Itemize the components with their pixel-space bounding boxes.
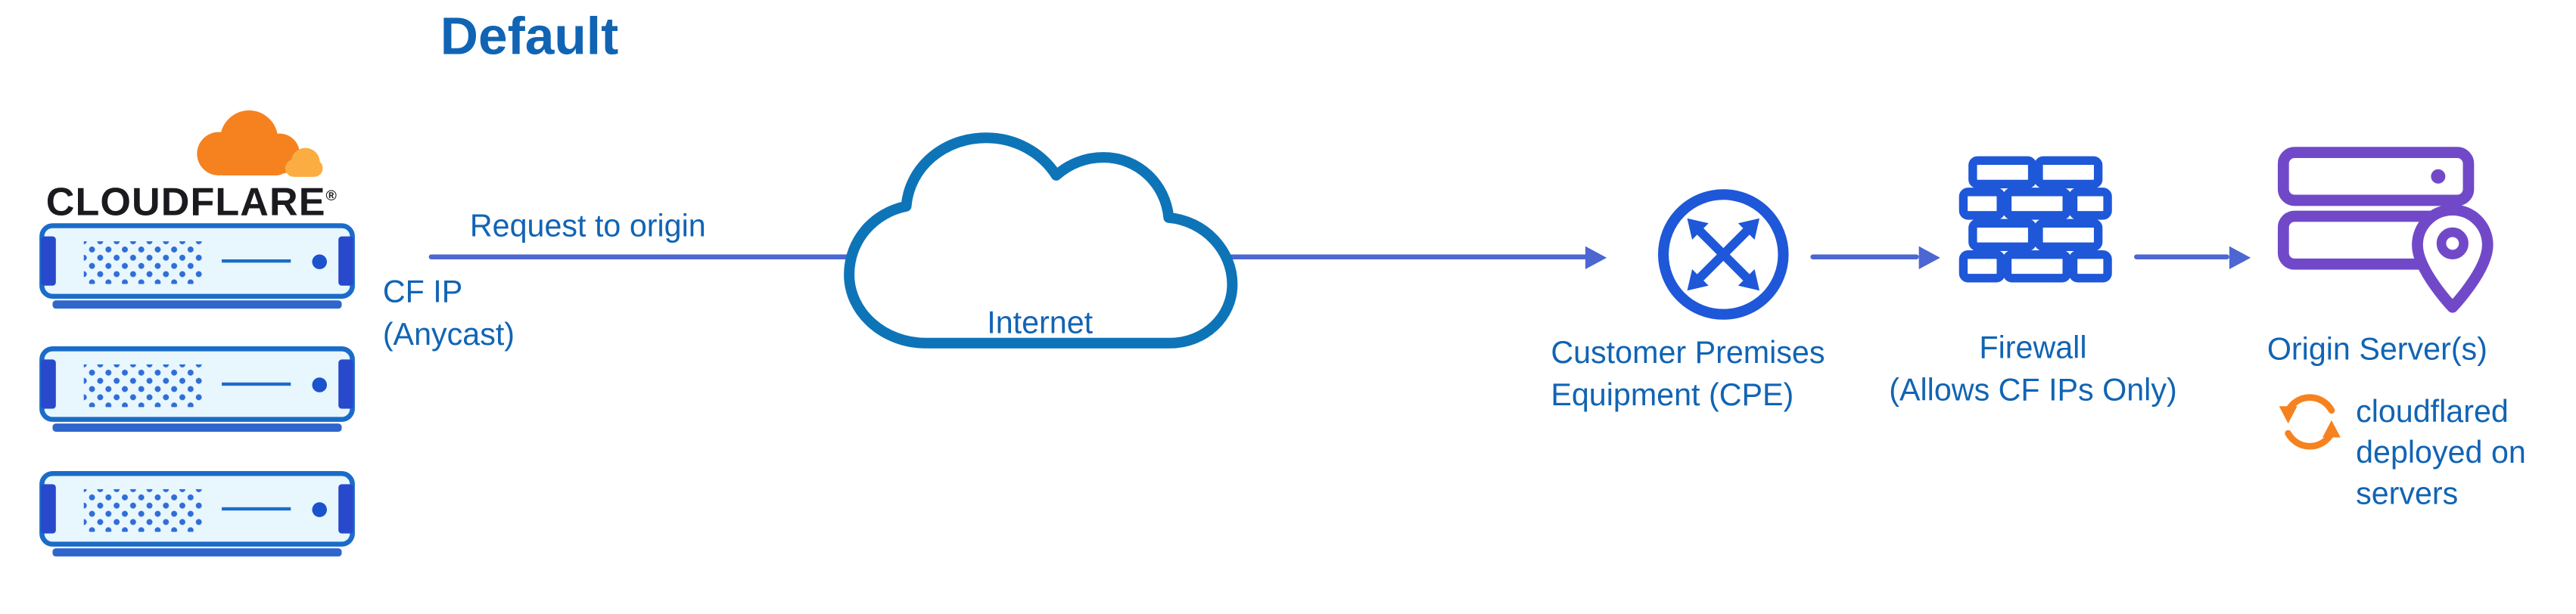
request-to-origin-label: Request to origin [469,209,706,245]
edge-server [39,346,355,432]
cloudflared-note-line2: deployed on [2356,436,2526,472]
firewall-label-line2: (Allows CF IPs Only) [1889,374,2177,409]
server-led [312,254,328,270]
location-pin-icon [2412,204,2494,313]
cf-ip-label: CF IP (Anycast) [383,272,515,358]
cpe-label-line2: Equipment (CPE) [1551,379,1794,414]
firewall-to-origin-arrow-head [2229,246,2251,270]
cf-ip-line1: CF IP [382,275,463,311]
edge-server [39,471,355,557]
origin-servers-icon [2277,147,2494,313]
diagram-title: Default [440,6,619,66]
origin-servers-label: Origin Server(s) [2266,333,2487,368]
cloudflared-sync-icon [2279,394,2341,450]
cpe-label: Customer Premises Equipment (CPE) [1551,333,1825,419]
server-rack-tab-left [41,236,56,286]
cloudflared-note-line3: servers [2356,477,2459,513]
server-base [52,423,342,432]
cloudflared-note-line1: cloudflared [2356,395,2509,430]
request-arrow-head [1585,246,1607,270]
server-base [52,300,342,309]
cpe-to-firewall-arrow-line [1810,254,1919,260]
brand-text: CLOUDFLARE [45,180,326,225]
server-line [222,259,291,263]
firewall-brick-wall-icon [1958,156,2112,283]
server-vent-dots [83,364,203,408]
internet-cloud-icon [844,132,1238,349]
server-led [312,502,328,517]
server-led [312,377,328,392]
server-line [222,382,291,386]
firewall-label-line1: Firewall [1979,331,2087,367]
cloudflare-cloud-icon [197,110,323,177]
cpe-network-exchange-icon [1657,189,1789,320]
firewall-to-origin-arrow-line [2133,254,2229,260]
server-rack-tab-left [41,484,56,534]
cf-ip-line2: (Anycast) [382,318,515,353]
server-line [222,507,291,511]
server-vent-dots [83,488,203,532]
server-base [52,548,342,557]
server-rack-tab-right [338,484,353,534]
server-vent-dots [83,241,203,284]
firewall-label: Firewall (Allows CF IPs Only) [1856,328,2210,414]
internet-label: Internet [987,306,1094,342]
server-rack-tab-left [41,359,56,409]
server-rack-tab-right [338,236,353,286]
cpe-label-line1: Customer Premises [1551,336,1825,371]
server-rack-tab-right [338,359,353,409]
edge-server [39,223,355,309]
registered-mark: ® [325,187,338,204]
cloudflared-note: cloudflared deployed on servers [2356,392,2526,516]
cloudflare-wordmark: CLOUDFLARE® [46,181,338,227]
cpe-to-firewall-arrow-head [1918,246,1940,270]
